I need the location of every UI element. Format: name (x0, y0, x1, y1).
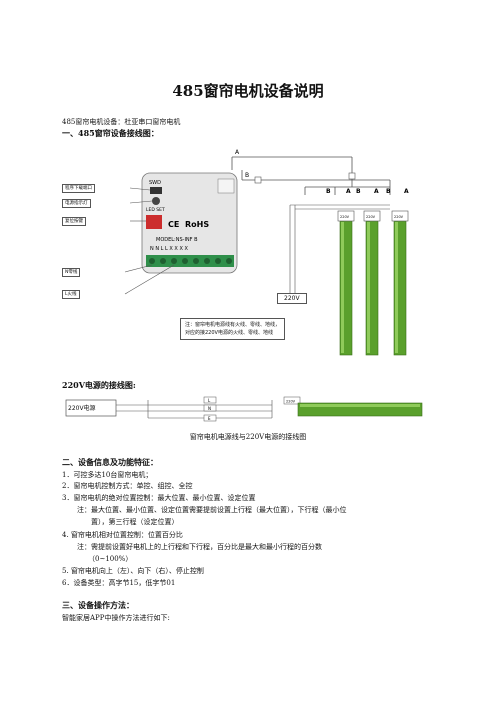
brand-logo (146, 215, 162, 229)
intro-text: 485窗帘电机设备：杜亚串口窗帘电机 (62, 118, 181, 126)
power-wiring-diagram: L N E 220V (65, 396, 423, 422)
power-220v-label: 220V电源 (68, 405, 96, 412)
rs485-connector (217, 178, 235, 194)
motor-3-a: A (404, 188, 409, 195)
wire-b-label: B (245, 172, 249, 179)
led-set-label: LED SET (146, 207, 165, 213)
feature-note-1: 注：最大位置、最小位置、设定位置需要提前设置上行程（最大位置），下行程（最小位 (77, 506, 347, 514)
feature-line-1: 1．可控多达10台窗帘电机； (62, 471, 153, 479)
feature-note-2: 注：需提前设置好电机上的上行程和下行程，百分比是最大和最小行程的百分数 (77, 543, 322, 551)
feature-note-2-cont: （0~100%） (88, 555, 133, 563)
wire-n-label: N (208, 406, 211, 411)
feature-note-1-cont: 置），第三行程（设定位置） (91, 518, 179, 526)
page-title: 485窗帘电机设备说明 (172, 82, 324, 100)
motor-2: 220V (363, 210, 381, 356)
motor-3-b: B (386, 188, 391, 195)
motor-2-b: B (356, 188, 361, 195)
section2-heading: 二、设备信息及功能特征： (62, 457, 158, 467)
wiring-diagram: A B SWD LED SET CE RoHS MODEL:NS-INF B N… (124, 149, 409, 356)
power-caption: 窗帘电机电源线与220V电源的接线图 (189, 433, 307, 441)
swd-label: SWD (149, 180, 161, 186)
controller-module (141, 172, 238, 274)
wire-a-label: A (235, 149, 240, 156)
ce-mark: CE (168, 220, 179, 229)
motor-2-a: A (374, 188, 379, 195)
section3-heading: 三、设备操作方法： (62, 600, 134, 610)
svg-text:220V: 220V (340, 215, 350, 219)
n-zero-wire-label: N零线 (62, 268, 81, 277)
note-line-1: 注：窗帘电机电源线有火线、零线、地线， (185, 322, 281, 328)
feature-line-4: 4. 窗帘电机相对位置控制：位置百分比 (62, 531, 183, 539)
model-label: MODEL:NS-INF B (156, 237, 198, 243)
section220-heading: 220V电源的接线图: (62, 380, 136, 390)
horizontal-motor: 220V (283, 396, 423, 417)
section3-text: 智能家居APP中操作方法进行如下: (62, 614, 170, 622)
rohs-mark: RoHS (185, 220, 209, 229)
feature-line-2: 2．窗帘电机控制方式：单控、组控、全控 (62, 482, 193, 490)
svg-text:220V: 220V (366, 215, 376, 219)
power-led-label: 电源指示灯 (62, 199, 91, 208)
feature-line-6: 6．设备类型：高字节15，低字节01 (62, 579, 176, 587)
voltage-220v-label: 220V (277, 293, 307, 304)
led-indicator (152, 197, 160, 205)
motor-1: 220V (337, 210, 355, 356)
motor-1-a: A (346, 188, 351, 195)
swd-port (150, 187, 162, 194)
wire-e-label: E (208, 416, 211, 421)
wire-l-label: L (208, 398, 211, 403)
svg-text:220V: 220V (286, 400, 296, 404)
motor-1-b: B (326, 188, 331, 195)
note-line-2: 对应的接220V电源的火线、零线、地线 (185, 330, 273, 336)
wiring-note: 注：窗帘电机电源线有火线、零线、地线， 对应的接220V电源的火线、零线、地线 (180, 318, 286, 340)
terminal-block (146, 255, 234, 267)
reset-button-label: 复位按键 (62, 217, 86, 226)
feature-line-3: 3．窗帘电机的绝对位置控制：最大位置、最小位置、设定位置 (62, 494, 256, 502)
l-fire-wire-label: L火线 (62, 290, 80, 299)
svg-text:220V: 220V (394, 215, 404, 219)
feature-line-5: 5. 窗帘电机向上（左）、向下（右）、停止控制 (62, 567, 204, 575)
terminal-labels: N N L L X X X X (150, 246, 188, 252)
section1-heading: 一、485窗帘设备接线图： (62, 128, 159, 138)
motor-3: 220V (391, 210, 409, 356)
download-port-label: 程序下载端口 (62, 184, 95, 193)
